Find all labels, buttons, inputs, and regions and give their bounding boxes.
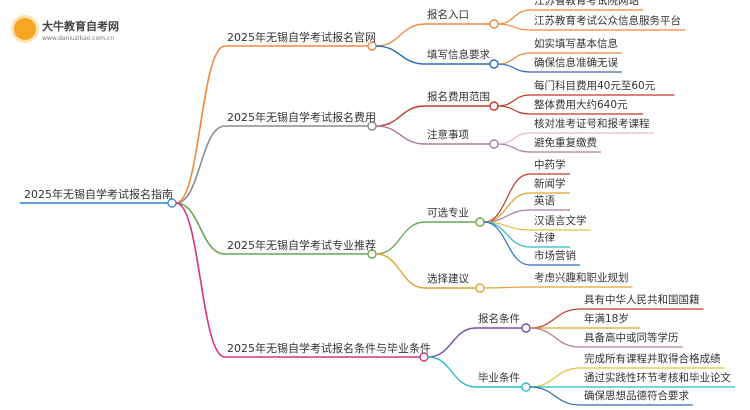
leaf-node-0-1-0[interactable]: 如实填写基本信息	[534, 38, 618, 50]
edge-leaf-0-1-1	[497, 63, 531, 73]
leaf-node-3-1-1[interactable]: 通过实践性环节考核和毕业论文	[584, 372, 731, 384]
branch-node-0[interactable]: 2025年无锡自学考试报名官网	[227, 31, 376, 44]
leaf-node-2-0-5[interactable]: 市场营销	[534, 250, 576, 262]
edge-root-branch-0	[175, 45, 226, 204]
sub-node-0-0[interactable]: 报名入口	[427, 9, 469, 21]
logo-url: www.daniuzikao.com.cn	[42, 35, 114, 42]
site-logo[interactable]: 大牛教育自考网 www.daniuzikao.com.cn	[6, 4, 136, 44]
sub-node-3-1[interactable]: 毕业条件	[478, 372, 520, 384]
branch-node-2[interactable]: 2025年无锡自学考试专业推荐	[227, 239, 376, 252]
edge-leaf-3-0-0	[529, 308, 581, 329]
leaf-node-1-0-1[interactable]: 整体费用大约640元	[534, 99, 628, 111]
edge-leaf-2-0-0	[483, 173, 531, 223]
edge-leaf-3-0-2	[529, 327, 581, 348]
leaf-node-3-0-2[interactable]: 具备高中或同等学历	[584, 332, 679, 344]
leaf-node-0-0-1[interactable]: 江苏教育考试公众信息服务平台	[534, 15, 681, 27]
sub-collapse-toggle-0-1[interactable]	[489, 59, 499, 69]
edge-leaf-1-0-1	[497, 105, 531, 115]
sub-collapse-toggle-3-0[interactable]	[521, 323, 531, 333]
sub-node-1-0[interactable]: 报名费用范围	[427, 91, 490, 103]
edge-leaf-1-1-0	[497, 132, 531, 145]
edge-branch-1-sub-1	[375, 125, 426, 145]
edge-leaf-3-1-0	[529, 367, 581, 388]
sub-node-2-1[interactable]: 选择建议	[427, 273, 469, 285]
sub-collapse-toggle-1-1[interactable]	[489, 139, 499, 149]
sub-collapse-toggle-2-0[interactable]	[475, 217, 485, 227]
sub-collapse-toggle-2-1[interactable]	[475, 283, 485, 293]
branch-node-1[interactable]: 2025年无锡自学考试报名费用	[227, 111, 376, 124]
root-node[interactable]: 2025年无锡自学考试报名指南	[24, 188, 173, 201]
leaf-node-1-0-0[interactable]: 每门科目费用40元至60元	[534, 80, 656, 92]
edge-root-branch-3	[175, 202, 226, 358]
branch-node-3[interactable]: 2025年无锡自学考试报名条件与毕业条件	[227, 342, 431, 355]
edge-leaf-0-1-0	[497, 52, 531, 65]
sub-node-3-0[interactable]: 报名条件	[478, 313, 520, 325]
leaf-node-0-1-1[interactable]: 确保信息准确无误	[534, 57, 618, 69]
logo-name: 大牛教育自考网	[42, 20, 119, 33]
edge-leaf-2-1-0	[483, 286, 531, 289]
leaf-node-3-0-1[interactable]: 年满18岁	[584, 313, 629, 325]
edge-branch-1-sub-0	[375, 105, 426, 127]
sub-node-0-1[interactable]: 填写信息要求	[427, 49, 490, 61]
leaf-node-3-1-0[interactable]: 完成所有课程并取得合格成绩	[584, 353, 721, 365]
edge-branch-2-sub-1	[375, 253, 426, 289]
leaf-node-2-0-1[interactable]: 新闻学	[534, 178, 566, 190]
edge-branch-0-sub-1	[375, 45, 426, 65]
sub-collapse-toggle-0-0[interactable]	[489, 19, 499, 29]
sub-collapse-toggle-1-0[interactable]	[489, 101, 499, 111]
edge-leaf-1-1-1	[497, 143, 531, 153]
edge-root-branch-1	[175, 125, 226, 204]
edge-branch-0-sub-0	[375, 23, 426, 47]
sub-node-1-1[interactable]: 注意事项	[427, 129, 469, 141]
edge-leaf-0-0-1	[497, 23, 531, 31]
leaf-node-1-1-0[interactable]: 核对准考证号和报考课程	[534, 118, 650, 130]
leaf-node-1-1-1[interactable]: 避免重复缴费	[534, 137, 597, 149]
edge-leaf-3-1-2	[529, 386, 581, 406]
edge-leaf-0-0-0	[497, 9, 531, 25]
edge-leaf-1-0-0	[497, 94, 531, 107]
edge-branch-2-sub-0	[375, 221, 426, 255]
leaf-node-0-0-0[interactable]: 江苏省教育考试院网站	[534, 0, 639, 7]
sub-node-2-0[interactable]: 可选专业	[427, 207, 469, 219]
leaf-node-2-0-3[interactable]: 汉语言文学	[534, 215, 587, 227]
edge-root-branch-2	[175, 202, 226, 255]
edge-branch-3-sub-1	[427, 356, 477, 388]
edge-branch-3-sub-0	[427, 327, 477, 358]
leaf-node-2-0-2[interactable]: 英语	[534, 195, 555, 207]
leaf-node-3-0-0[interactable]: 具有中华人民共和国国籍	[584, 294, 700, 306]
leaf-node-2-0-0[interactable]: 中药学	[534, 159, 566, 171]
logo-badge-icon	[14, 18, 36, 40]
leaf-node-2-1-0[interactable]: 考虑兴趣和职业规划	[534, 272, 629, 284]
leaf-node-2-0-4[interactable]: 法律	[534, 232, 555, 244]
sub-collapse-toggle-3-1[interactable]	[521, 382, 531, 392]
edge-leaf-2-0-5	[483, 221, 531, 266]
leaf-node-3-1-2[interactable]: 确保思想品德符合要求	[584, 390, 689, 402]
